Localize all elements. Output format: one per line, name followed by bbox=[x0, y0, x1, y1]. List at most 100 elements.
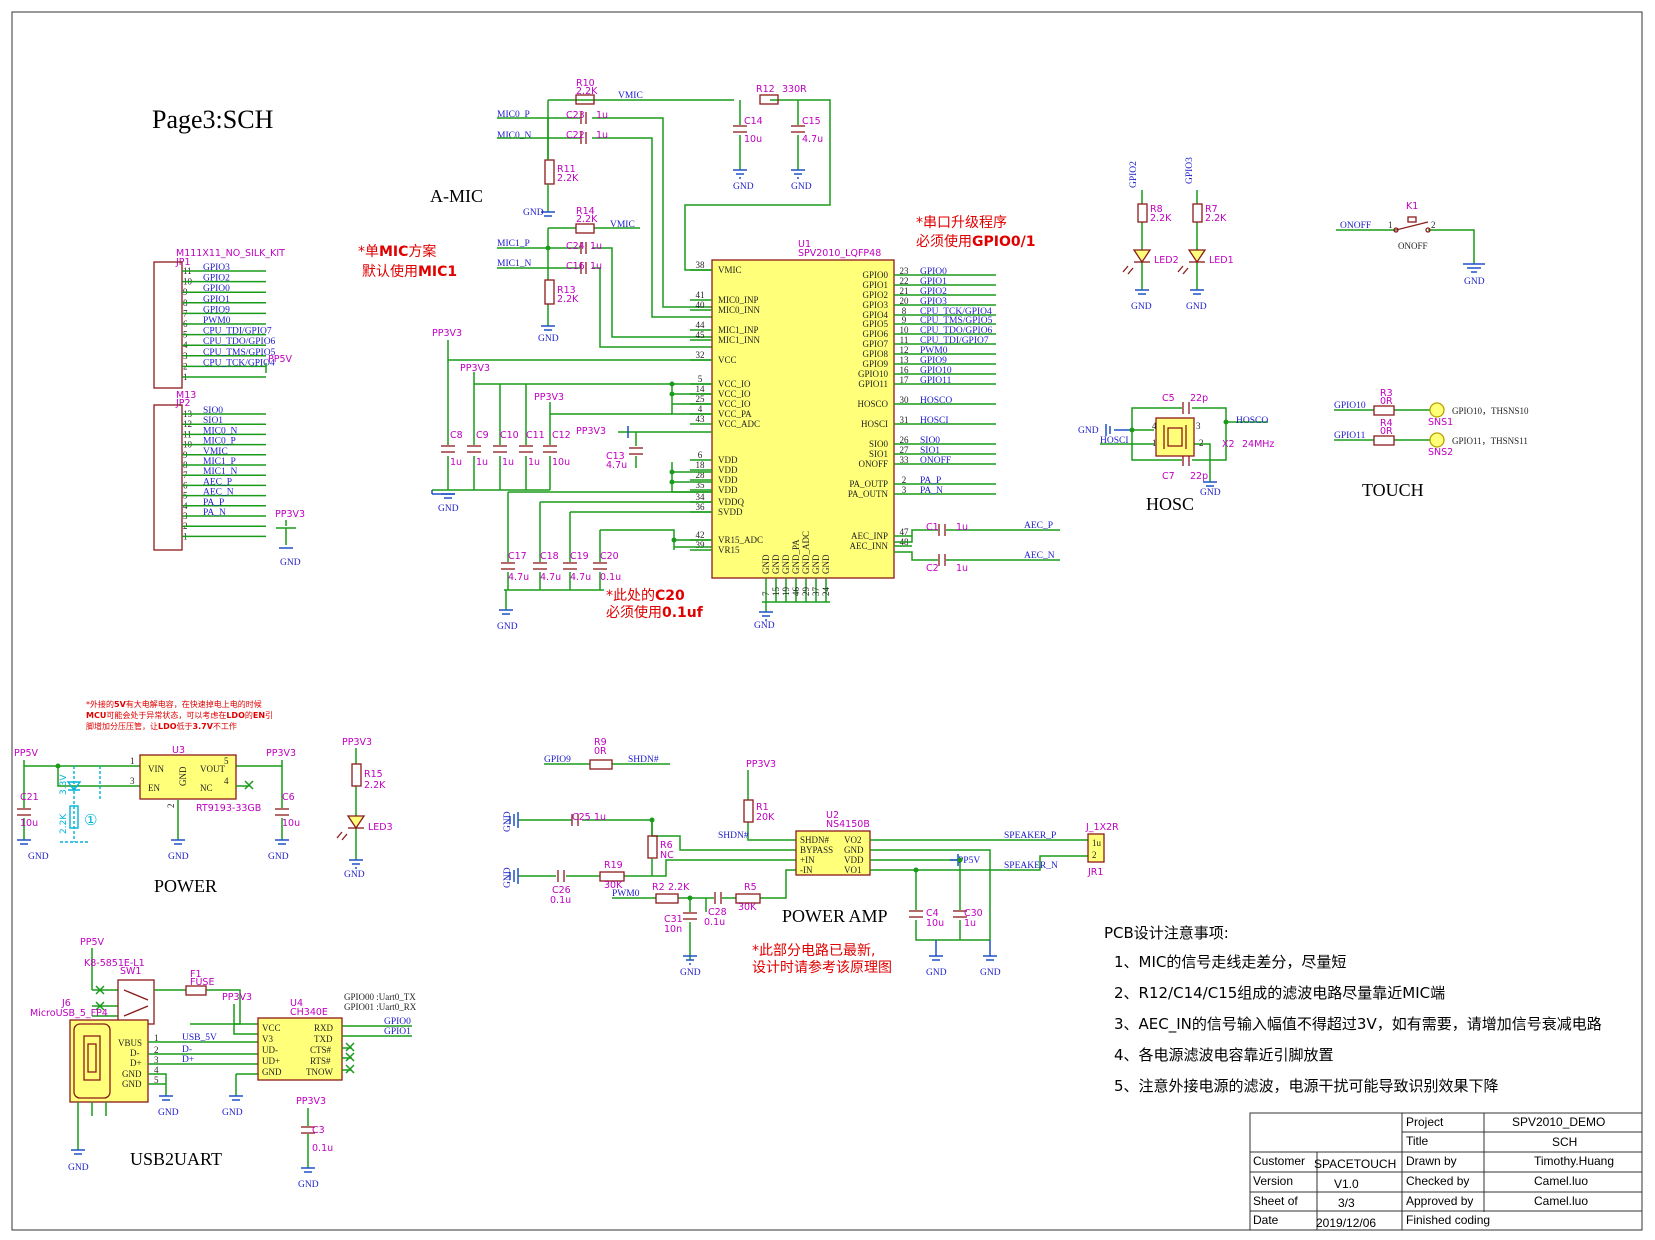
svg-text:R1: R1 bbox=[756, 802, 769, 813]
jp1-net-label: GPIO9 bbox=[203, 305, 230, 315]
svg-text:MicroUSB_5_FP4: MicroUSB_5_FP4 bbox=[30, 1008, 108, 1019]
svg-text:C5: C5 bbox=[1162, 393, 1175, 404]
u1-pin-name: VDD bbox=[718, 455, 738, 465]
svg-text:5: 5 bbox=[154, 1075, 159, 1085]
svg-text:GPIO0: GPIO0 bbox=[384, 1017, 411, 1027]
u1-net-label: HOSCO bbox=[920, 396, 952, 406]
svg-text:U3: U3 bbox=[172, 745, 185, 756]
svg-text:U4: U4 bbox=[290, 998, 303, 1009]
u1-pin-name: GND bbox=[761, 554, 771, 574]
svg-text:R8: R8 bbox=[1150, 204, 1163, 215]
u1-net-label: CPU_TCK/GPIO4 bbox=[920, 307, 992, 317]
u1-pin-name: GPIO1 bbox=[862, 280, 888, 290]
svg-text:1: 1 bbox=[154, 1033, 159, 1043]
svg-text:C3: C3 bbox=[312, 1125, 325, 1136]
svg-text:2: 2 bbox=[1199, 438, 1204, 448]
svg-text:10u: 10u bbox=[282, 818, 300, 829]
svg-text:C30: C30 bbox=[964, 908, 983, 919]
svg-text:J6: J6 bbox=[61, 998, 71, 1009]
svg-text:GPIO9: GPIO9 bbox=[544, 755, 571, 765]
svg-text:4.7u: 4.7u bbox=[508, 572, 529, 583]
svg-text:2.2K: 2.2K bbox=[1150, 213, 1172, 224]
svg-text:PP3V3: PP3V3 bbox=[342, 737, 372, 748]
svg-text:GPIO10，THSNS10: GPIO10，THSNS10 bbox=[1452, 406, 1529, 416]
u1-pin-number: 34 bbox=[696, 492, 706, 502]
u1-pin-number: 30 bbox=[900, 395, 910, 405]
svg-text:GND: GND bbox=[1131, 302, 1152, 312]
svg-text:X2: X2 bbox=[1222, 439, 1235, 450]
jp2-net-label: PA_P bbox=[203, 498, 224, 508]
svg-text:SNS2: SNS2 bbox=[1428, 447, 1453, 458]
svg-text:MIC0_N: MIC0_N bbox=[497, 131, 531, 141]
svg-text:C24: C24 bbox=[566, 241, 585, 252]
svg-text:3: 3 bbox=[130, 776, 135, 786]
u1-pin-name: GPIO11 bbox=[858, 379, 888, 389]
u1-pin-number: 8 bbox=[902, 306, 907, 316]
svg-text:1u: 1u bbox=[590, 261, 602, 272]
u1-pin-name: VCC_IO bbox=[718, 399, 751, 409]
svg-text:4: 4 bbox=[1152, 421, 1157, 431]
svg-text:0R: 0R bbox=[1380, 426, 1393, 437]
u1-pin-name: VDDQ bbox=[718, 497, 744, 507]
jp1-net-label: GPIO3 bbox=[203, 263, 230, 273]
section-amic: A-MIC bbox=[430, 186, 483, 206]
svg-text:GPIO01 :Uart0_RX: GPIO01 :Uart0_RX bbox=[344, 1002, 417, 1012]
svg-text:C28: C28 bbox=[708, 907, 727, 918]
svg-text:GPIO2: GPIO2 bbox=[1129, 161, 1139, 188]
u1-pin-number: 39 bbox=[696, 540, 706, 550]
svg-text:GND: GND bbox=[1464, 277, 1485, 287]
u1-pin-number: 29 bbox=[801, 587, 811, 597]
u1-pin-number: 37 bbox=[811, 587, 821, 597]
u1-pin-name: SIO0 bbox=[869, 439, 889, 449]
svg-text:Camel.luo: Camel.luo bbox=[1534, 1194, 1588, 1208]
svg-text:GND: GND bbox=[503, 811, 513, 832]
u1-net-label: GPIO2 bbox=[920, 287, 947, 297]
svg-text:4: 4 bbox=[224, 776, 229, 786]
svg-text:GND: GND bbox=[503, 867, 513, 888]
svg-text:C18: C18 bbox=[540, 551, 559, 562]
section-hosc: HOSC bbox=[1146, 494, 1194, 514]
u1-pin-name: AEC_INN bbox=[850, 541, 889, 551]
svg-text:D+: D+ bbox=[130, 1058, 142, 1068]
svg-text:1u: 1u bbox=[956, 563, 968, 574]
jp2-net-label: AEC_N bbox=[203, 488, 234, 498]
svg-text:2.2K: 2.2K bbox=[557, 294, 579, 305]
svg-text:GND: GND bbox=[438, 504, 459, 514]
u1-pin-number: 44 bbox=[696, 320, 706, 330]
svg-text:330R: 330R bbox=[782, 84, 807, 95]
svg-text:GND: GND bbox=[538, 334, 559, 344]
svg-text:4.7u: 4.7u bbox=[606, 460, 627, 471]
jp2-net-label: SIO1 bbox=[203, 416, 223, 426]
u1-pin-name: MIC0_INP bbox=[718, 295, 759, 305]
svg-text:VO1: VO1 bbox=[844, 865, 862, 875]
svg-text:MIC1_P: MIC1_P bbox=[497, 239, 530, 249]
svg-text:SPV2010_LQFP48: SPV2010_LQFP48 bbox=[798, 248, 881, 259]
u1-pin-name: SIO1 bbox=[869, 449, 888, 459]
u1-pin-number: 21 bbox=[900, 286, 909, 296]
svg-text:NC: NC bbox=[660, 850, 674, 861]
svg-text:10u: 10u bbox=[744, 134, 762, 145]
svg-text:Timothy.Huang: Timothy.Huang bbox=[1534, 1154, 1614, 1168]
u1-pin-name: GPIO10 bbox=[858, 369, 889, 379]
u1-pin-number: 35 bbox=[696, 480, 706, 490]
svg-text:SNS1: SNS1 bbox=[1428, 417, 1453, 428]
u1-pin-name: GND bbox=[771, 554, 781, 574]
svg-text:2: 2 bbox=[1431, 220, 1436, 230]
title-block: Project SPV2010_DEMO Title SCH Customer … bbox=[1249, 1112, 1643, 1231]
svg-text:GND: GND bbox=[926, 968, 947, 978]
svg-text:UD-: UD- bbox=[262, 1045, 278, 1055]
u1-net-label: CPU_TMS/GPIO5 bbox=[920, 316, 993, 326]
svg-text:*单MIC方案: *单MIC方案 bbox=[358, 243, 436, 260]
svg-text:ONOFF: ONOFF bbox=[1398, 241, 1428, 251]
svg-text:K1: K1 bbox=[1406, 201, 1418, 212]
u1-pin-number: 36 bbox=[696, 502, 706, 512]
svg-text:PP3V3: PP3V3 bbox=[222, 992, 252, 1003]
svg-text:1u: 1u bbox=[590, 241, 602, 252]
u1-pin-number: 42 bbox=[696, 530, 705, 540]
svg-text:3.3V: 3.3V bbox=[59, 774, 69, 795]
u1-pin-name: GPIO4 bbox=[862, 310, 888, 320]
svg-text:TNOW: TNOW bbox=[306, 1067, 333, 1077]
u1-pin-number: 26 bbox=[900, 435, 910, 445]
svg-text:30K: 30K bbox=[738, 902, 757, 913]
